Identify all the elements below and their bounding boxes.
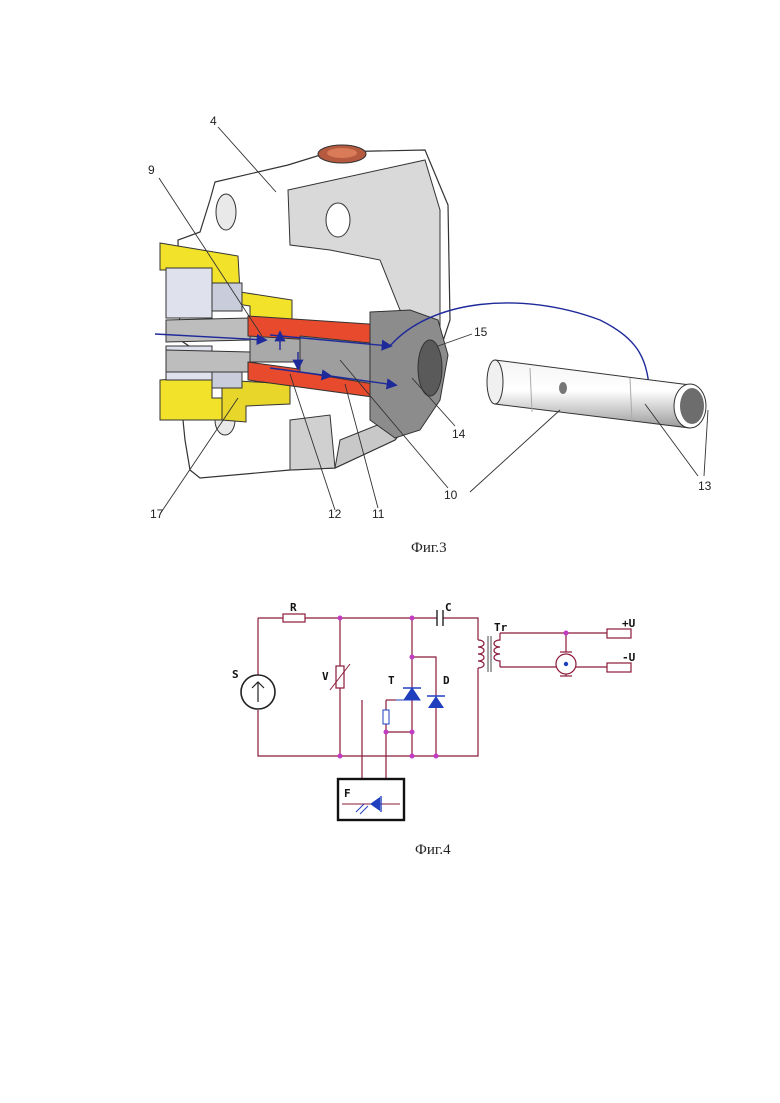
label-15: 15 — [474, 325, 488, 339]
label-11: 11 — [372, 507, 385, 521]
label-tr: Tr — [494, 621, 508, 634]
terminal-minus — [607, 663, 631, 672]
thyristor-t — [396, 688, 421, 700]
label-10: 10 — [444, 488, 458, 502]
label-d: D — [443, 674, 450, 687]
label-13: 13 — [698, 479, 712, 493]
label-4: 4 — [210, 114, 217, 128]
label-minus-u: -U — [622, 651, 636, 664]
source-s — [241, 675, 275, 709]
label-plus-u: +U — [622, 617, 636, 630]
diode-d — [427, 696, 445, 708]
circuit-wires — [258, 618, 607, 779]
junction-dots — [338, 616, 569, 759]
varistor-v — [330, 664, 350, 690]
gate-resistor — [383, 710, 389, 724]
label-f: F — [344, 787, 351, 800]
label-17: 17 — [150, 507, 164, 521]
figure-3-caption: Фиг.3 — [411, 540, 447, 556]
label-9: 9 — [148, 163, 155, 177]
label-c: C — [445, 601, 452, 614]
spark-gap — [556, 652, 576, 676]
label-t: T — [388, 674, 395, 687]
terminal-plus — [607, 629, 631, 638]
tube-part — [487, 360, 706, 428]
figure-4-caption: Фиг.4 — [415, 842, 451, 858]
figure-4-circuit: R C Tr S V — [232, 601, 636, 858]
figure-3-drawing: 4 9 15 14 10 13 17 12 11 Фиг.3 — [148, 114, 712, 556]
label-12: 12 — [328, 507, 342, 521]
label-r: R — [290, 601, 297, 614]
label-14: 14 — [452, 427, 466, 441]
label-v: V — [322, 670, 329, 683]
transformer-tr — [478, 633, 500, 672]
capacitor-c — [437, 610, 443, 626]
resistor-r — [283, 614, 305, 622]
label-s: S — [232, 668, 239, 681]
top-port — [318, 145, 366, 163]
